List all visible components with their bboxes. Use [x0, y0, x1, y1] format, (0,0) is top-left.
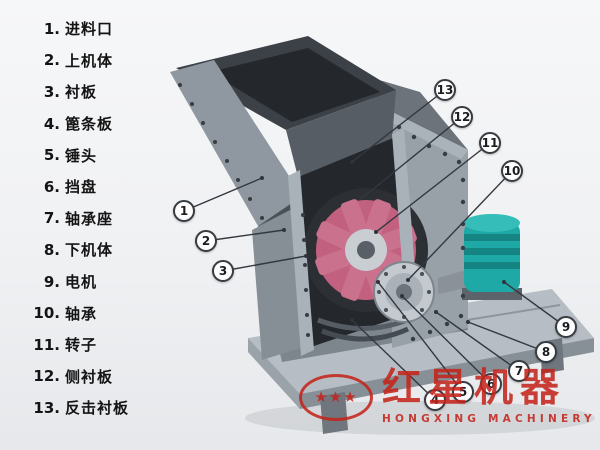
- star-emblem: ★★★: [299, 374, 373, 421]
- callout-8: 8: [535, 341, 557, 363]
- motor: [462, 214, 522, 300]
- brand-subtitle: HONGXING MACHINERY: [382, 412, 596, 425]
- part-label: 轴承: [65, 304, 98, 323]
- part-label: 转子: [65, 336, 98, 355]
- callout-6: 6: [480, 373, 502, 395]
- callout-13: 13: [434, 79, 456, 101]
- list-item: 3. 衬板: [28, 76, 129, 108]
- part-number: 3.: [43, 82, 60, 101]
- part-label: 进料口: [65, 20, 114, 39]
- part-number: 12.: [33, 367, 60, 386]
- bolts: [178, 83, 466, 342]
- list-item: 2. 上机体: [28, 45, 129, 77]
- part-label: 上机体: [65, 51, 114, 70]
- list-item: 5. 锤头: [28, 139, 129, 171]
- feed-hopper: [170, 36, 396, 360]
- list-item: 10. 轴承: [28, 297, 129, 329]
- parts-list: 1. 进料口 2. 上机体 3. 衬板 4. 篦条板 5. 锤头 6. 挡盘 7. 轴承座 8…: [28, 13, 129, 424]
- part-number: 4.: [43, 114, 60, 133]
- part-number: 9.: [43, 272, 60, 291]
- callout-5: 5: [452, 381, 474, 403]
- list-item: 12. 侧衬板: [28, 361, 129, 393]
- stars-icon: ★★★: [314, 388, 358, 406]
- callout-7: 7: [508, 360, 530, 382]
- list-item: 8. 下机体: [28, 234, 129, 266]
- part-label: 篦条板: [65, 115, 114, 134]
- part-label: 锤头: [65, 146, 98, 165]
- leader-lines: [183, 89, 567, 401]
- brand-watermark: ★★★ 红星机器 HONGXING MACHINERY: [299, 366, 596, 425]
- part-number: 13.: [33, 398, 60, 417]
- part-number: 11.: [33, 335, 60, 354]
- list-item: 13. 反击衬板: [28, 392, 129, 424]
- logo-text: 红星机器 HONGXING MACHINERY: [382, 366, 596, 425]
- callout-10: 10: [501, 160, 523, 182]
- callout-11: 11: [479, 132, 501, 154]
- part-label: 轴承座: [65, 209, 114, 228]
- list-item: 4. 篦条板: [28, 108, 129, 140]
- list-item: 11. 转子: [28, 329, 129, 361]
- callout-1: 1: [173, 200, 195, 222]
- callout-4: 4: [424, 389, 446, 411]
- list-item: 7. 轴承座: [28, 203, 129, 235]
- part-number: 8.: [43, 240, 60, 259]
- callout-9: 9: [555, 316, 577, 338]
- part-number: 6.: [43, 177, 60, 196]
- part-label: 反击衬板: [65, 399, 130, 418]
- part-number: 1.: [43, 19, 60, 38]
- callout-2: 2: [195, 230, 217, 252]
- part-number: 7.: [43, 209, 60, 228]
- list-item: 6. 挡盘: [28, 171, 129, 203]
- leader-dots: [260, 160, 506, 324]
- list-item: 1. 进料口: [28, 13, 129, 45]
- part-label: 电机: [65, 273, 98, 292]
- brand-name: 红星机器: [382, 366, 567, 411]
- part-label: 侧衬板: [65, 367, 114, 386]
- part-number: 2.: [43, 51, 60, 70]
- callout-12: 12: [451, 106, 473, 128]
- part-label: 下机体: [65, 241, 114, 260]
- part-number: 10.: [33, 304, 60, 323]
- list-item: 9. 电机: [28, 266, 129, 298]
- part-label: 衬板: [65, 83, 98, 102]
- callout-3: 3: [212, 260, 234, 282]
- part-label: 挡盘: [65, 178, 98, 197]
- part-number: 5.: [43, 146, 60, 165]
